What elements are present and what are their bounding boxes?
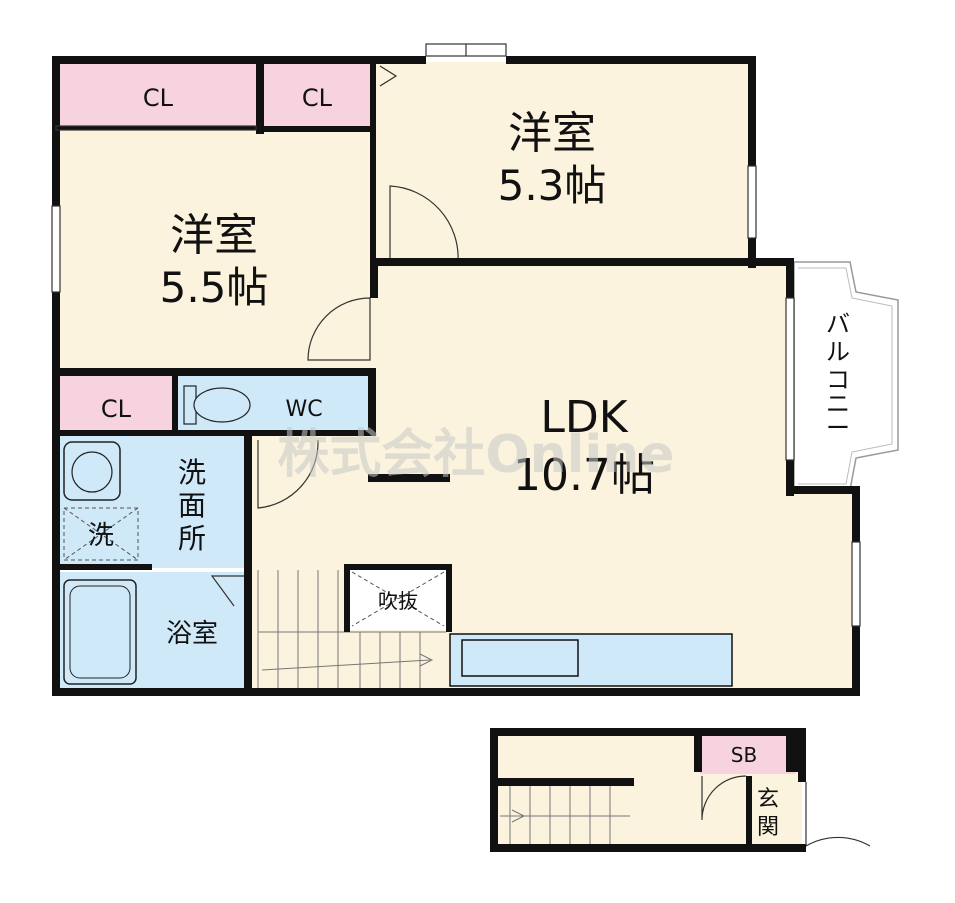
void-cross-a: [351, 571, 445, 627]
sink-basin: [461, 639, 579, 677]
bath-label: 浴室: [166, 619, 218, 649]
ldk-size: 10.7帖: [513, 450, 655, 501]
closet-a-label: CL: [143, 84, 174, 112]
upper-stairs: [257, 570, 446, 688]
balcony-inner-line: [798, 267, 893, 485]
void-label: 吹抜: [378, 589, 418, 613]
watermark: 株式会社Online: [277, 425, 674, 485]
bathtub-inner: [69, 585, 131, 679]
closet-c-label: CL: [101, 395, 132, 423]
closet-c-floor: [56, 374, 174, 432]
void-cross-b: [351, 571, 445, 627]
closet-a-floor: [56, 62, 260, 130]
balcony-char-2: ル: [826, 338, 850, 366]
storage-floor: [700, 734, 796, 774]
western-room-a-name: 洋室: [170, 210, 258, 261]
door-swings: [210, 65, 871, 848]
western-room-b-size: 5.3帖: [498, 161, 607, 210]
bathtub: [63, 579, 137, 685]
closet-b-label: CL: [302, 84, 333, 112]
lower-stairs: [500, 786, 630, 846]
western-room-a-floor: [56, 130, 374, 370]
washroom-char-2: 面: [178, 489, 206, 522]
washer-cross-b: [63, 507, 139, 561]
western-room-b-floor: [376, 62, 750, 262]
storage-label: SB: [731, 743, 757, 767]
entrance-char-2: 関: [757, 815, 779, 840]
wash-basin-bowl: [71, 451, 113, 493]
toilet-bowl: [193, 387, 251, 423]
windows: [51, 43, 861, 627]
western-room-a-size: 5.5帖: [160, 263, 269, 312]
balcony-char-5: ー: [826, 414, 850, 442]
balcony-char-3: コ: [826, 366, 850, 394]
balcony-char-4: ニ: [826, 390, 850, 418]
western-room-b-name: 洋室: [508, 108, 596, 159]
ldk-name: LDK: [540, 392, 628, 443]
laundry-label: 洗: [88, 521, 114, 551]
walls: [52, 56, 860, 852]
washroom-char-3: 所: [178, 522, 206, 555]
washroom-char-1: 洗: [178, 456, 206, 489]
washer-space: [63, 507, 139, 561]
balcony-char-1: バ: [826, 310, 850, 338]
entrance-char-1: 玄: [757, 787, 779, 812]
closet-b-floor: [264, 62, 374, 130]
void-floor: [348, 568, 448, 630]
toilet-label: WC: [285, 397, 322, 422]
